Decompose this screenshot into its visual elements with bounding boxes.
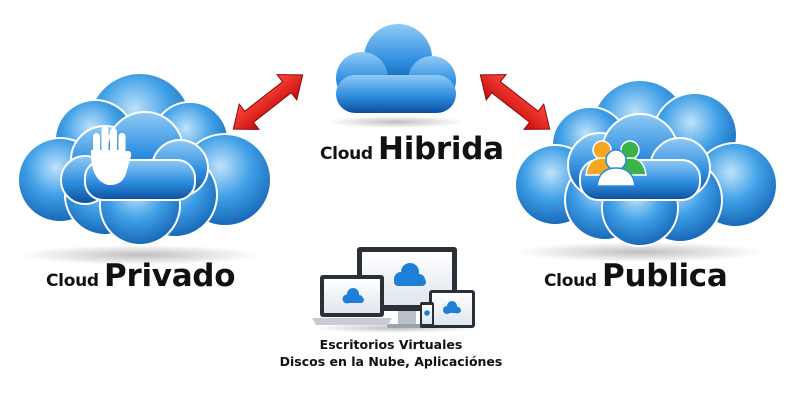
label-name: Publica — [602, 258, 728, 294]
cloud-privado — [17, 72, 272, 265]
label-prefix: Cloud — [46, 271, 99, 291]
devices-caption-line-1: Escritorios Virtuales — [319, 337, 463, 352]
label-name: Privado — [104, 258, 236, 294]
hand-icon — [90, 126, 132, 186]
arrow-privado-hibrida — [232, 74, 304, 130]
arrow-hibrida-publica — [479, 74, 551, 130]
devices-illustration — [312, 247, 476, 333]
label-cloud-publica: Cloud Publica — [544, 258, 728, 294]
label-name: Hibrida — [378, 131, 504, 167]
cloud-shadow — [20, 245, 260, 265]
users-icon — [585, 140, 647, 187]
cloud-publica — [514, 79, 778, 262]
label-prefix: Cloud — [544, 271, 597, 291]
cloud-icon — [336, 24, 456, 113]
phone-icon — [420, 302, 434, 328]
label-cloud-hibrida: Cloud Hibrida — [320, 131, 504, 167]
tablet-icon — [429, 290, 475, 328]
devices-caption-line-2: Discos en la Nube, Aplicaciónes — [279, 354, 503, 369]
cloud-hibrida — [326, 24, 466, 128]
label-prefix: Cloud — [320, 144, 373, 164]
laptop-icon — [312, 275, 392, 325]
cloud-shadow — [326, 116, 466, 128]
label-cloud-privado: Cloud Privado — [46, 258, 236, 294]
cloud-shadow — [515, 242, 765, 262]
